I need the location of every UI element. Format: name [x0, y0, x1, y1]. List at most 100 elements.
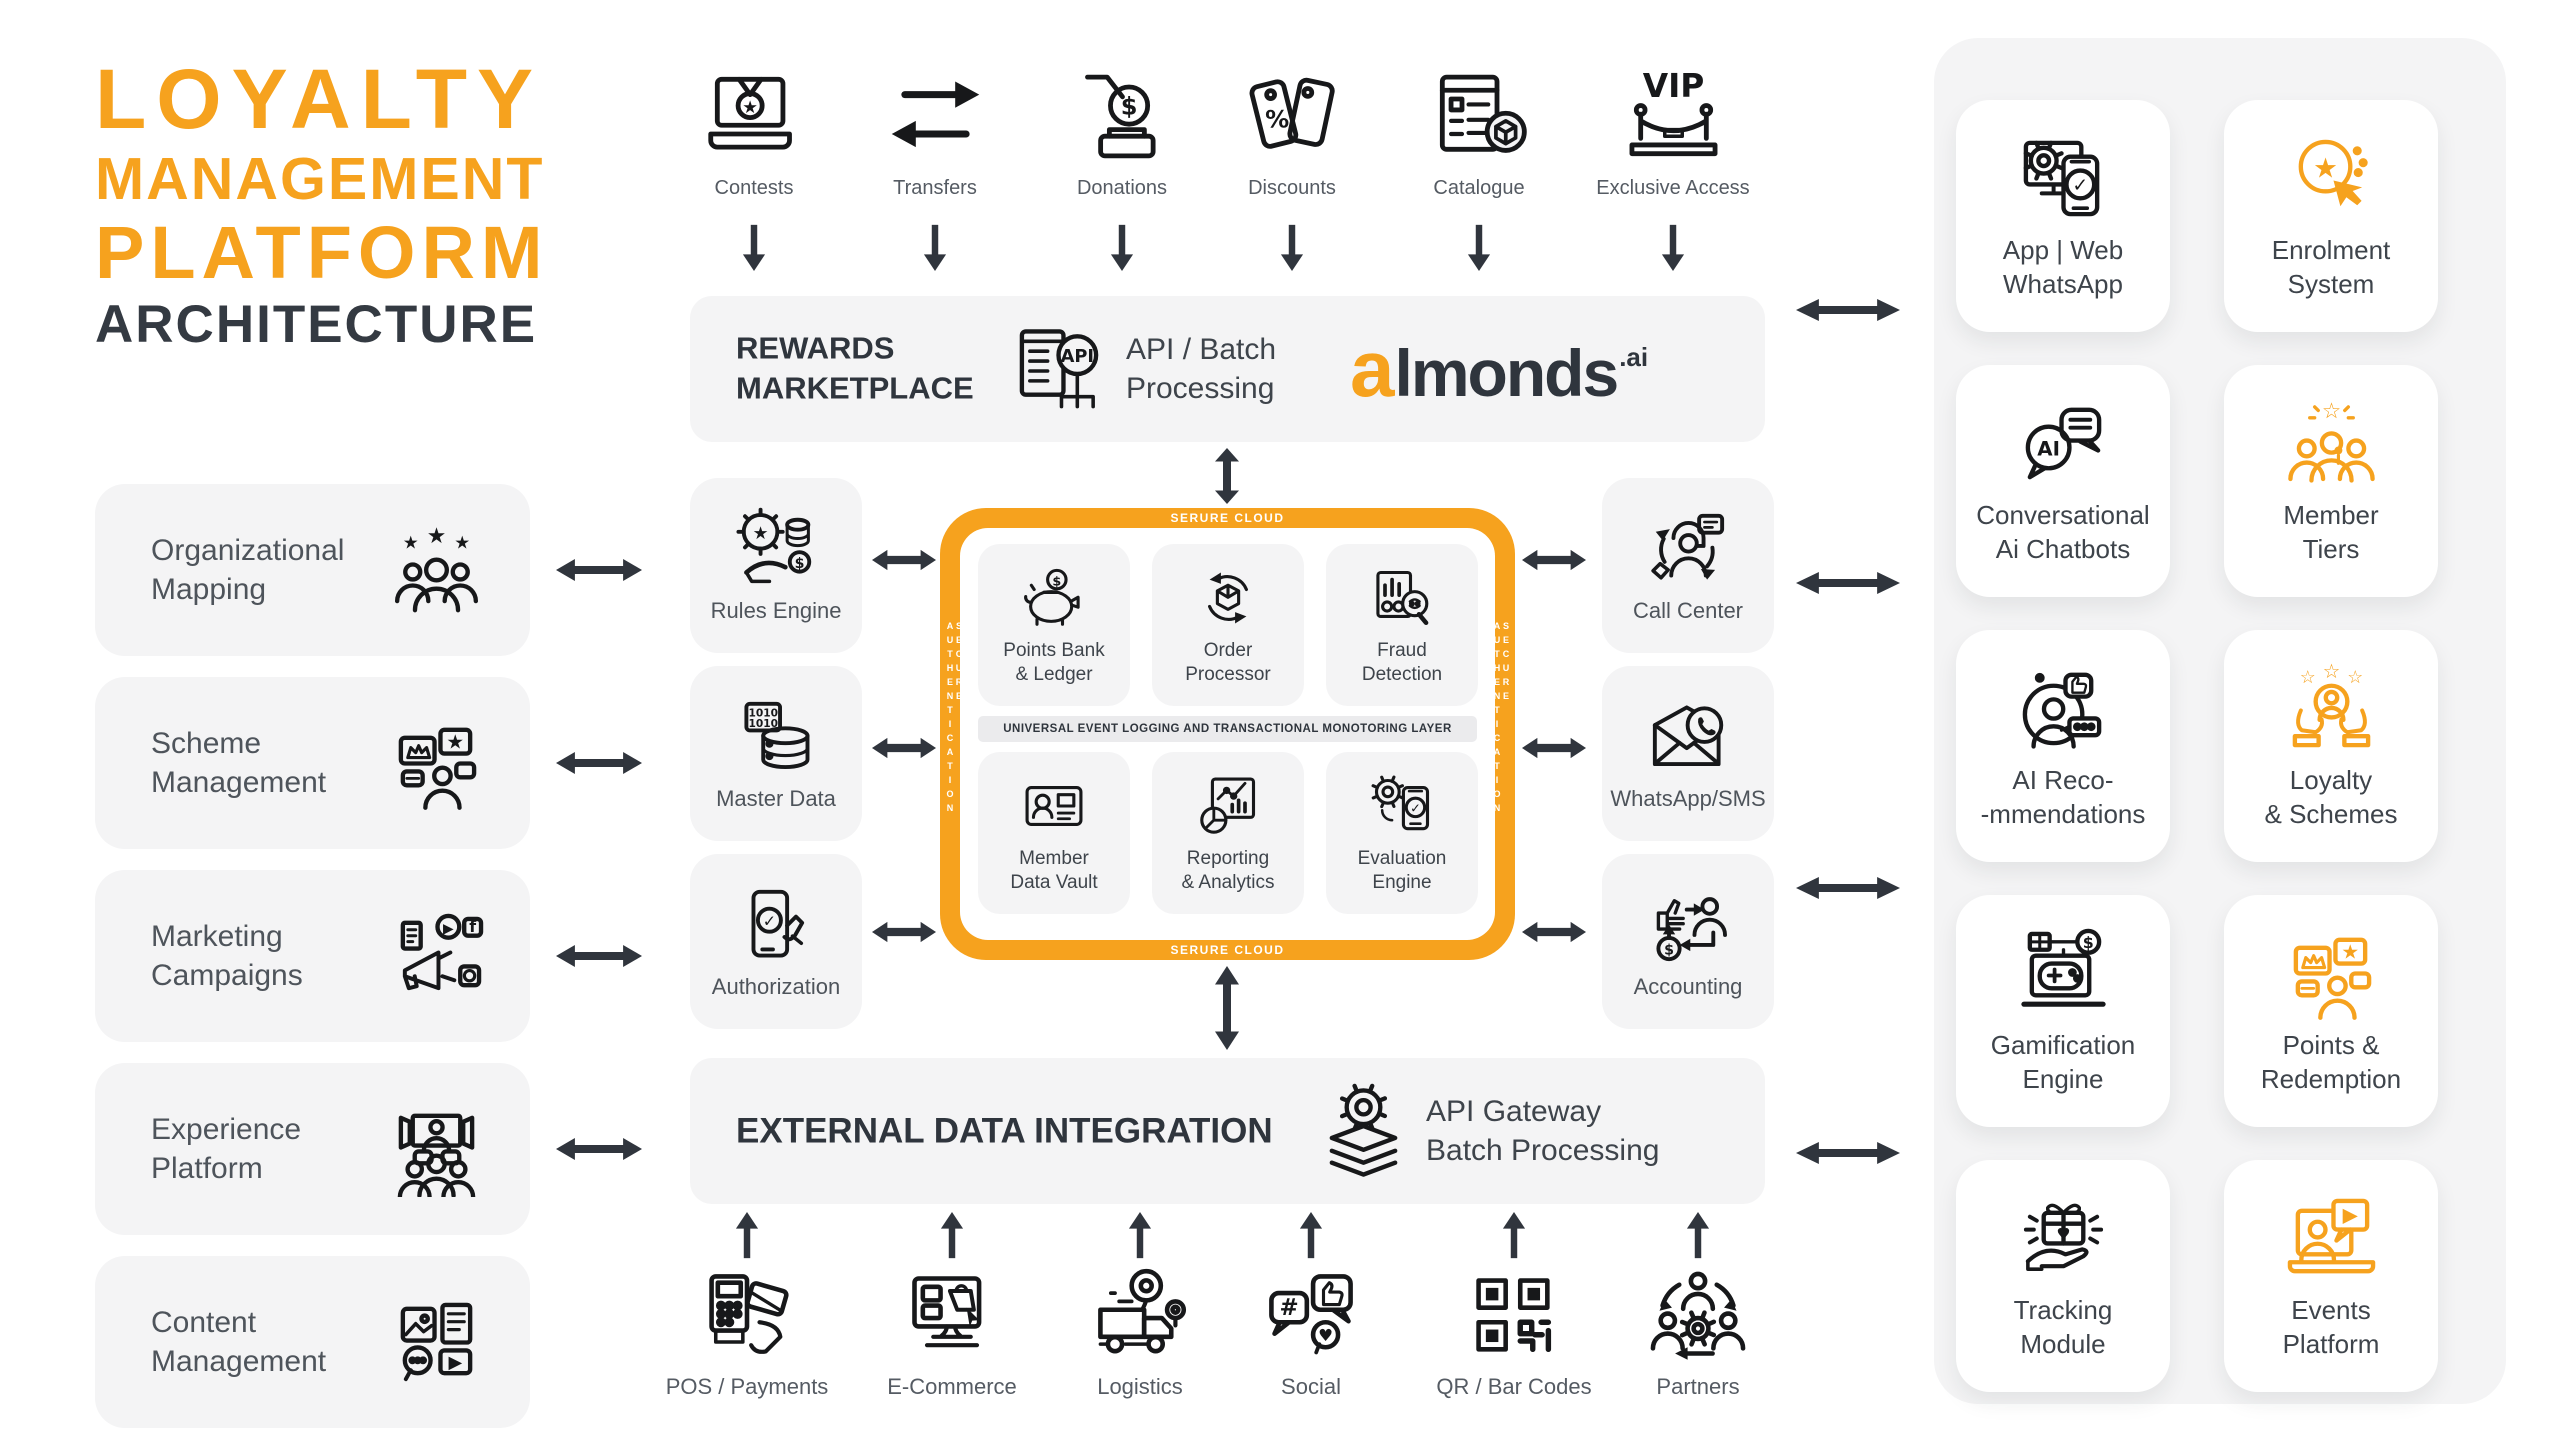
rewards-marketplace-bar: REWARDS MARKETPLACE API API / Batch Proc… [690, 296, 1765, 442]
external-integration-title: EXTERNAL DATA INTEGRATION [736, 1111, 1273, 1151]
channel-label: QR / Bar Codes [1436, 1374, 1592, 1399]
bidirectional-arrow [556, 1136, 642, 1162]
channel-label: Social [1281, 1374, 1341, 1399]
tile-label: Enrolment System [2271, 234, 2391, 299]
up-arrow [940, 1212, 964, 1260]
service-label: Accounting [1633, 974, 1743, 999]
title-line-management: MANAGEMENT [95, 146, 545, 213]
loyalty-schemes-icon: ☆ ☆ ☆ [2284, 661, 2379, 756]
tile-label: Events Platform [2282, 1294, 2380, 1359]
core-module-label: Evaluation Engine [1357, 847, 1447, 893]
service-label: Authorization [711, 974, 841, 999]
down-arrow [923, 222, 947, 272]
ecommerce-icon [902, 1266, 1002, 1366]
bidirectional-arrow [556, 557, 642, 583]
secure-cloud-banner-top: SERURE CLOUD [1170, 511, 1285, 525]
svg-text:✓: ✓ [2072, 175, 2088, 196]
down-arrow [742, 222, 766, 272]
down-arrow [1280, 222, 1304, 272]
svg-text:VIP: VIP [1642, 67, 1704, 105]
points-bank-icon: $ [1020, 564, 1088, 632]
svg-text:f: f [469, 917, 477, 936]
up-arrow [735, 1212, 759, 1260]
order-processor-icon [1194, 564, 1262, 632]
channel-label: Transfers [893, 177, 977, 199]
svg-text:★: ★ [752, 524, 768, 544]
bidirectional-arrow [1796, 297, 1900, 323]
api-batch-label: API / Batch Processing [1126, 333, 1277, 405]
tile-app-web-whatsapp: ✓ App | Web WhatsApp [1956, 100, 2170, 332]
channel-social: #♥ Social [1226, 1266, 1396, 1400]
social-icon: #♥ [1261, 1266, 1361, 1366]
gamification-engine-icon: $ [2016, 926, 2111, 1021]
bidirectional-arrow [1796, 570, 1900, 596]
service-accounting: $ Accounting [1602, 854, 1774, 1029]
svg-text:☆: ☆ [2299, 666, 2315, 687]
content-management-icon: ▶ [389, 1295, 484, 1390]
call-center-icon [1646, 507, 1731, 592]
almonds-logo-text: lmonds [1394, 336, 1620, 410]
bidirectional-arrow [872, 548, 936, 572]
bidirectional-arrow [1796, 875, 1900, 901]
tile-gamification-engine: $ Gamification Engine [1956, 895, 2170, 1127]
rules-engine-icon: ★$ [734, 507, 819, 592]
almonds-logo-a: a [1350, 324, 1395, 413]
authorization-icon: ✓ [734, 883, 819, 968]
svg-text:$: $ [794, 556, 804, 572]
svg-text:★: ★ [446, 730, 464, 753]
core-module-label: Member Data Vault [1010, 847, 1098, 893]
tile-label: Member Tiers [2283, 499, 2379, 564]
title-line-platform: PLATFORM [95, 211, 549, 295]
up-arrow [1299, 1212, 1323, 1260]
secure-cloud-core: SERURE CLOUD SERURE CLOUD SECURE AUTHENT… [940, 508, 1515, 960]
module-organizational-mapping: Organizational Mapping ★★★ [95, 484, 530, 656]
transfers-icon [883, 64, 988, 169]
svg-text:▶: ▶ [2342, 1203, 2358, 1226]
evaluation-engine-icon: ✓ [1368, 772, 1436, 840]
svg-text:$: $ [1120, 92, 1137, 120]
channel-label: Exclusive Access [1596, 177, 1750, 199]
service-rules-engine: ★$ Rules Engine [690, 478, 862, 653]
member-data-vault-icon [1020, 772, 1088, 840]
bidirectional-arrow [556, 943, 642, 969]
service-label: Rules Engine [710, 598, 842, 623]
accounting-icon: $ [1646, 883, 1731, 968]
vip-access-icon: VIP [1621, 64, 1726, 169]
tile-label: Tracking Module [2013, 1294, 2113, 1359]
bidirectional-arrow [1522, 920, 1586, 944]
svg-text:☆: ☆ [2322, 661, 2340, 683]
member-tiers-icon: ☆ [2284, 396, 2379, 491]
contests-icon: ★ [702, 64, 807, 169]
tile-tracking-module: ♥ Tracking Module [1956, 1160, 2170, 1392]
core-module-label: Order Processor [1185, 639, 1271, 685]
down-arrow [1661, 222, 1685, 272]
secure-authentication-banner-left: SECURE AUTHENTICATION [945, 621, 964, 817]
up-arrow [1686, 1212, 1710, 1260]
partners-icon [1648, 1266, 1748, 1366]
module-label: Scheme Management [151, 727, 327, 799]
tile-loyalty-schemes: ☆☆☆ Loyalty & Schemes [2224, 630, 2438, 862]
core-module-label: Fraud Detection [1361, 639, 1443, 685]
title-line-architecture: ARCHITECTURE [95, 295, 538, 355]
service-label: Master Data [716, 786, 836, 811]
page-title: LOYALTY MANAGEMENT PLATFORM ARCHITECTURE [95, 52, 549, 354]
module-label: Organizational Mapping [151, 534, 345, 606]
svg-text:★: ★ [427, 523, 447, 548]
almonds-logo-suffix: .ai [1619, 342, 1649, 372]
svg-text:★: ★ [2313, 151, 2338, 184]
channel-qr-bar-codes: QR / Bar Codes [1429, 1266, 1599, 1400]
catalogue-icon [1427, 64, 1532, 169]
rewards-marketplace-title: REWARDS MARKETPLACE [736, 330, 974, 406]
capabilities-panel: ✓ App | Web WhatsApp ★ Enrolment System … [1934, 38, 2506, 1404]
api-gateway-label: API Gateway Batch Processing [1426, 1095, 1660, 1167]
channel-label: Discounts [1248, 177, 1336, 199]
scheme-management-icon: ★ [389, 716, 484, 811]
title-line-loyalty: LOYALTY [95, 52, 544, 146]
svg-text:☆: ☆ [2347, 666, 2363, 687]
svg-text:$: $ [1664, 943, 1674, 959]
events-platform-icon: ▶ [2284, 1191, 2379, 1286]
bidirectional-arrow [1522, 548, 1586, 572]
